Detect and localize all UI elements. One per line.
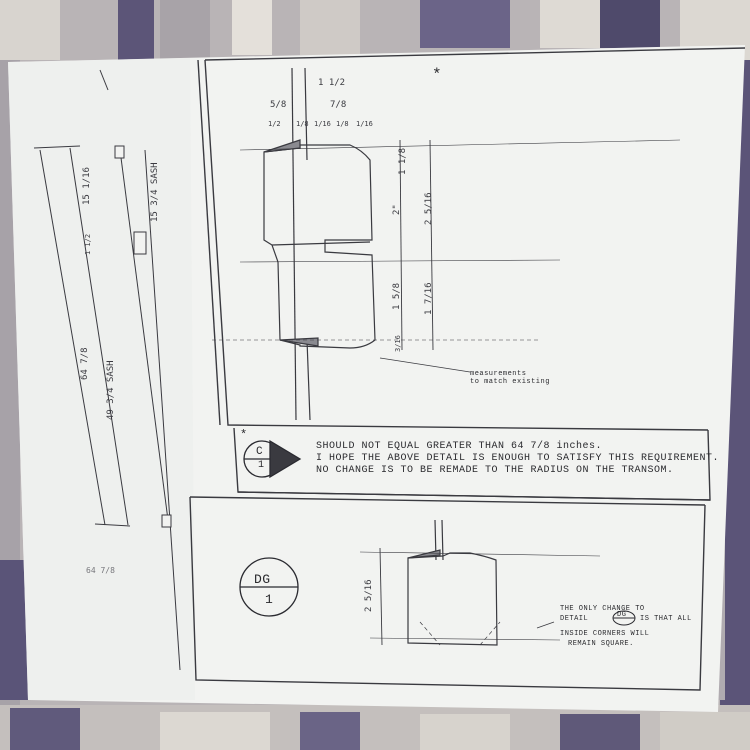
pencil-mark: 64 7/8 xyxy=(86,566,115,575)
dim-top-8: 1/16 xyxy=(356,120,373,128)
dim-right-3: 2 5/16 xyxy=(424,192,434,225)
detail-c-top: C xyxy=(256,446,264,458)
lower-section-detail xyxy=(359,519,601,646)
dim-right-2: 2" xyxy=(392,204,402,215)
dim-left-1: 64 7/8 xyxy=(80,347,90,380)
note-line-3: NO CHANGE IS TO BE REMADE TO THE RADIUS … xyxy=(316,465,674,476)
callout-change-2: DETAIL xyxy=(560,615,589,623)
dim-right-1: 1 1/8 xyxy=(398,147,408,175)
sash-profile-detail xyxy=(212,67,681,421)
asterisk-mark: * xyxy=(432,66,443,84)
dim-right-4: 1 5/8 xyxy=(392,282,402,310)
detail-dg-bottom: 1 xyxy=(265,592,274,607)
callout-change-1: THE ONLY CHANGE TO xyxy=(560,605,645,613)
dim-top-5: 1/8 xyxy=(296,120,309,128)
dim-top-2: 5/8 xyxy=(270,100,287,110)
callout-change-3: IS THAT ALL xyxy=(640,615,692,623)
dim-top-1: 1 1/2 xyxy=(318,78,346,88)
callout-match-2: to match existing xyxy=(470,378,550,386)
dim-top-4: 1/2 xyxy=(268,120,281,128)
callout-change-5: REMAIN SQUARE. xyxy=(568,640,634,648)
dim-top-3: 7/8 xyxy=(330,100,347,110)
detail-dg-small: DG xyxy=(617,611,627,619)
asterisk-mark-note: * xyxy=(240,428,248,442)
callout-match-1: measurements xyxy=(470,370,527,378)
dim-right-6: 3/16 xyxy=(394,335,402,352)
dim-top-7: 1/8 xyxy=(336,120,349,128)
dim-left-4: 49 3/4 SASH xyxy=(106,360,116,420)
callout-change-4: INSIDE CORNERS WILL xyxy=(560,630,650,638)
dim-lower: 2 5/16 xyxy=(364,579,374,612)
dim-left-3: 1 1/2 xyxy=(84,233,92,255)
left-dimension-lines xyxy=(33,69,181,671)
detail-c-symbol xyxy=(243,439,302,479)
dim-top-6: 1/16 xyxy=(314,120,331,128)
detail-dg-symbol xyxy=(239,557,299,617)
dim-left-5: 15 3/4 SASH xyxy=(150,162,160,222)
bottom-frame-border xyxy=(189,496,706,691)
note-line-1: SHOULD NOT EQUAL GREATER THAN 64 7/8 inc… xyxy=(316,441,603,452)
top-frame-border xyxy=(204,59,709,431)
dim-left-2: 15 1/16 xyxy=(82,167,92,205)
note-line-2: I HOPE THE ABOVE DETAIL IS ENOUGH TO SAT… xyxy=(316,453,720,464)
detail-dg-top: DG xyxy=(254,572,271,587)
detail-c-bottom: 1 xyxy=(258,460,265,471)
dim-right-5: 1 7/16 xyxy=(424,282,434,315)
